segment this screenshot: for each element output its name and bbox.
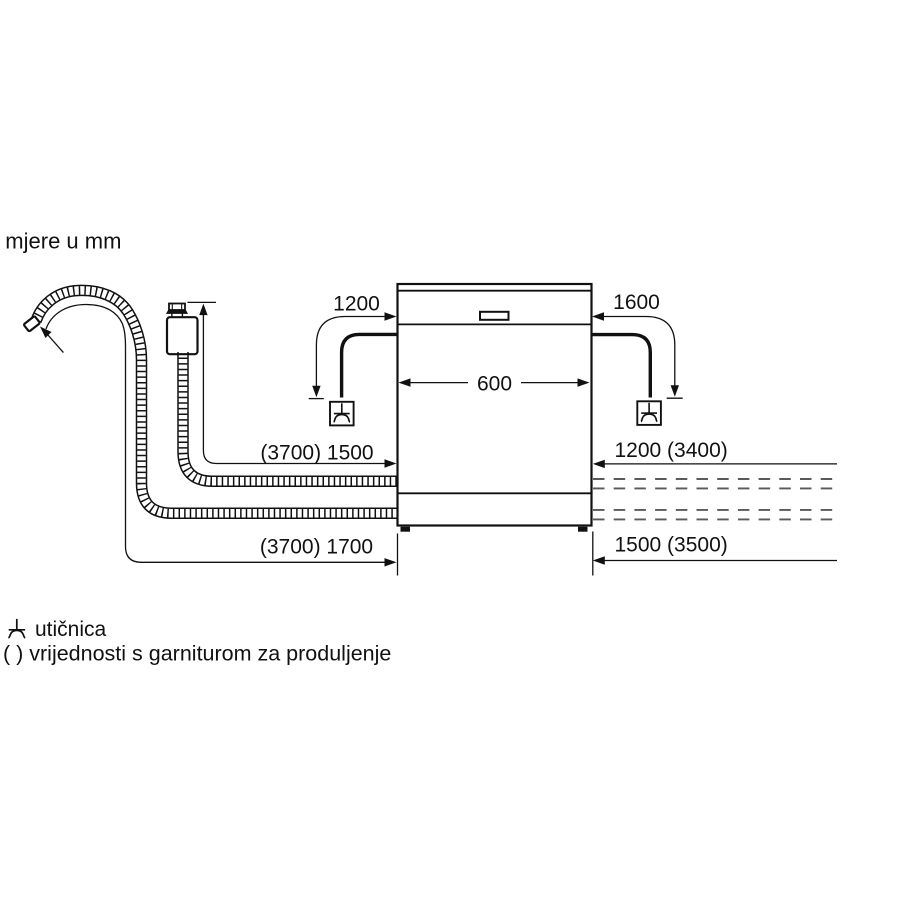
svg-text:mjere u mm: mjere u mm [5, 229, 121, 254]
svg-text:600: 600 [477, 373, 512, 396]
svg-text:1500 (3500): 1500 (3500) [615, 533, 728, 556]
svg-text:1200: 1200 [333, 293, 380, 316]
svg-text:utičnica: utičnica [35, 618, 107, 641]
svg-text:( ) vrijednosti s garniturom z: ( ) vrijednosti s garniturom za produlje… [3, 642, 391, 666]
svg-text:1200 (3400): 1200 (3400) [615, 439, 728, 462]
svg-text:(3700) 1700: (3700) 1700 [260, 536, 373, 559]
svg-text:1600: 1600 [613, 291, 660, 314]
svg-text:(3700) 1500: (3700) 1500 [260, 442, 373, 465]
